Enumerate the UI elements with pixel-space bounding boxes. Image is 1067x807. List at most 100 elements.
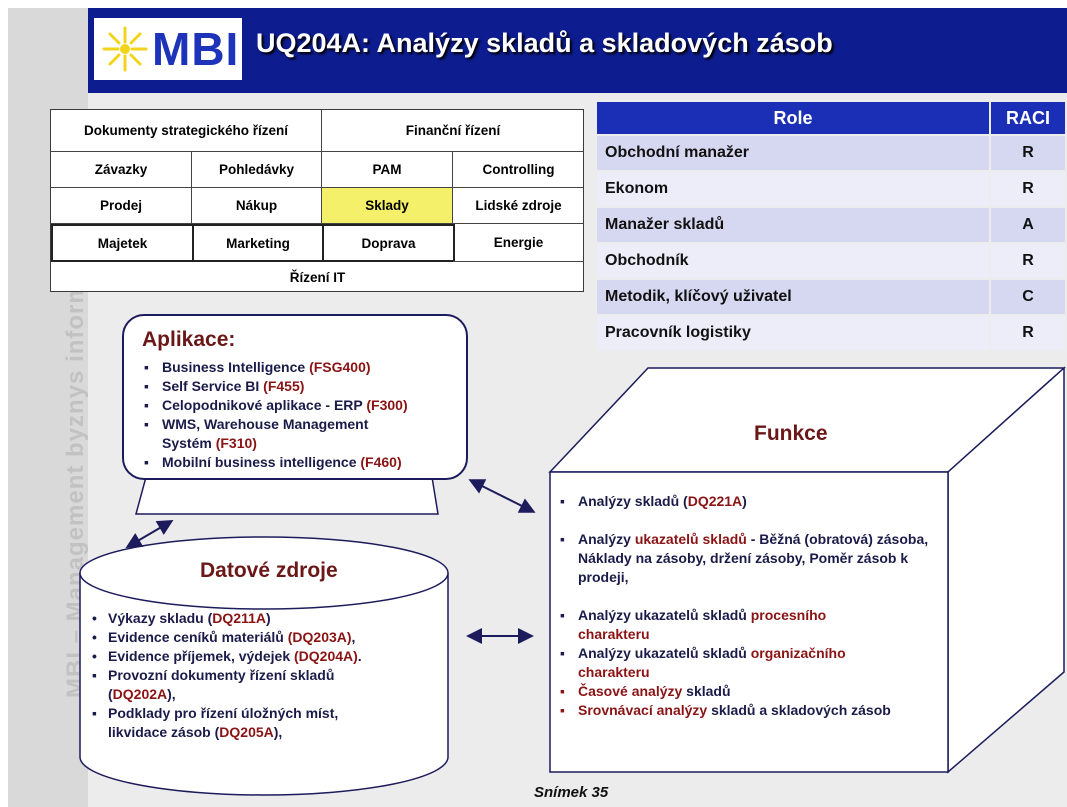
area-cell: Nákup [192,188,322,224]
item-text: ) [742,493,747,509]
logo-text: MBI [152,23,240,75]
item-code: DQ205A [219,724,274,740]
list-item: Evidence příjemek, výdejek (DQ204A). [92,647,444,666]
list-item: Analýzy ukazatelů skladů procesního char… [560,606,890,644]
item-text: Analýzy ukazatelů skladů [578,607,751,623]
slide: MBI – Management byznys informatiky MBI … [8,8,1067,807]
area-cell: Lidské zdroje [453,188,584,224]
area-cell: Dokumenty strategického řízení [51,110,322,152]
item-code: (F300) [366,397,408,413]
list-item: Evidence ceníků materiálů (DQ203A), [92,628,444,647]
aplikace-box: Aplikace: Business Intelligence (FSG400)… [122,314,468,480]
aplikace-list: Business Intelligence (FSG400) Self Serv… [144,358,414,472]
raci-role: Ekonom [597,172,989,206]
area-cell: Prodej [51,188,192,224]
funkce-title: Funkce [754,422,828,445]
logo: MBI [94,18,242,80]
area-cell: Pohledávky [192,152,322,188]
raci-value: R [991,316,1065,350]
slide-number: Snímek 35 [534,784,609,801]
item-code: (FSG400) [309,359,371,375]
table-row: Obchodní manažer R [597,136,1065,170]
item-text-red: Srovnávací analýzy [578,702,708,718]
list-item: Celopodnikové aplikace - ERP (F300) [144,396,414,415]
list-item: Mobilní business intelligence (F460) [144,453,414,472]
item-text: Analýzy skladů ( [578,493,688,509]
raci-value: R [991,244,1065,278]
raci-role: Metodik, klíčový uživatel [597,280,989,314]
item-text: Evidence příjemek, výdejek [108,648,294,664]
raci-role: Obchodník [597,244,989,278]
area-cell-highlighted: Sklady [322,188,453,224]
item-text: ), [167,686,176,702]
item-text: WMS, Warehouse Management Systém [162,416,369,451]
table-row: Obchodník R [597,244,1065,278]
list-item: Business Intelligence (FSG400) [144,358,414,377]
item-text: ) [265,610,271,626]
item-code: (DQ203A) [287,629,352,645]
item-text: Celopodnikové aplikace - ERP [162,397,367,413]
raci-header-role: Role [597,102,989,134]
raci-header-raci: RACI [991,102,1065,134]
list-item: Self Service BI (F455) [144,377,414,396]
item-code: (F455) [263,378,305,394]
raci-value: C [991,280,1065,314]
item-text: Provozní dokumenty řízení skladů ( [108,667,335,702]
arrow-aplikace-funkce [468,479,536,513]
table-row: Metodik, klíčový uživatel C [597,280,1065,314]
item-text-red: ukazatelů skladů [634,531,747,547]
item-text: skladů a skladových zásob [707,702,891,718]
sun-icon [102,26,148,72]
item-code: DQ211A [212,610,266,626]
item-text: skladů [682,683,731,699]
datove-zdroje-title: Datové zdroje [200,559,338,582]
item-text: Business Intelligence [162,359,310,375]
page-title: UQ204A: Analýzy skladů a skladových záso… [256,28,833,58]
table-row: Pracovník logistiky R [597,316,1065,350]
area-cell: Finanční řízení [322,110,584,152]
areas-grid: Dokumenty strategického řízení Finanční … [50,109,584,292]
aplikace-title: Aplikace: [142,328,236,351]
area-cell: Marketing [192,224,324,262]
list-item: Podklady pro řízení úložných míst, likvi… [92,704,392,742]
table-row: Manažer skladů A [597,208,1065,242]
item-text-red: organizačního charakteru [578,645,846,680]
raci-table: Role RACI Obchodní manažer R Ekonom R Ma… [595,100,1067,352]
header: MBI UQ204A: Analýzy skladů a skladových … [88,8,1067,93]
item-text: . [357,648,362,664]
raci-value: R [991,172,1065,206]
raci-role: Obchodní manažer [597,136,989,170]
raci-value: A [991,208,1065,242]
list-item: Provozní dokumenty řízení skladů (DQ202A… [92,666,392,704]
funkce-list: Analýzy skladů (DQ221A) Analýzy ukazatel… [560,492,948,720]
area-cell: Energie [453,224,584,262]
area-cell: Řízení IT [289,269,346,285]
area-cell: Doprava [322,224,455,262]
item-text: , [351,629,356,645]
item-text: Výkazy skladu ( [108,610,213,626]
item-text-red: procesního charakteru [578,607,827,642]
raci-value: R [991,136,1065,170]
item-text: Analýzy ukazatelů skladů [578,645,751,661]
raci-role: Pracovník logistiky [597,316,989,350]
monitor-stand [135,476,439,515]
item-code: (F460) [360,454,402,470]
list-item: Analýzy ukazatelů skladů - Běžná (obrato… [560,530,948,587]
list-item: Časové analýzy skladů [560,682,948,701]
item-code: DQ221A [687,493,743,509]
item-text: Mobilní business intelligence [162,454,361,470]
list-item: Analýzy ukazatelů skladů organizačního c… [560,644,900,682]
area-cell: PAM [322,152,453,188]
area-cell: Závazky [51,152,192,188]
list-item: Srovnávací analýzy skladů a skladových z… [560,701,948,720]
area-cell: Controlling [453,152,584,188]
raci-role: Manažer skladů [597,208,989,242]
item-code: DQ202A [112,686,168,702]
item-text: Podklady pro řízení úložných míst, likvi… [108,705,339,740]
item-text-red: Časové analýzy [578,683,683,699]
area-cell: Majetek [51,224,194,262]
item-text: - Běžná (obratová) zásoba, Náklady na zá… [578,531,929,585]
item-code: (F310) [215,435,257,451]
list-item: Výkazy skladu (DQ211A) [92,609,444,628]
item-text: Evidence ceníků materiálů [108,629,288,645]
